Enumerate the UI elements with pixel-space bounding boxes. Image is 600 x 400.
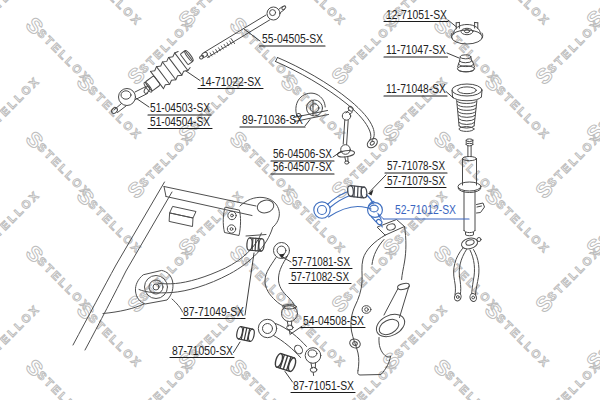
svg-text:51-04504-SX: 51-04504-SX [150,114,210,129]
part-label-54-04508[interactable]: 54-04508-SX [301,313,365,328]
svg-text:57-71079-SX: 57-71079-SX [387,173,445,188]
part-label-57-71082[interactable]: 57-71082-SX [289,269,351,284]
tie-rod-end-drawing [111,86,151,115]
fork-drawing [454,236,481,302]
part-label-87-71049[interactable]: 87-71049-SX [181,304,245,319]
svg-text:12-71051-SX: 12-71051-SX [386,7,447,22]
part-label-57-71081[interactable]: 57-71081-SX [290,254,352,269]
stabilizer-bar-drawing [276,58,380,150]
bushing-87-71049-drawing [246,238,264,252]
part-label-55-04505[interactable]: 55-04505-SX [260,31,326,46]
bump-stop-drawing [457,55,474,72]
part-label-12-71051[interactable]: 12-71051-SX [384,7,448,22]
part-label-11-71047[interactable]: 11-71047-SX [384,42,448,57]
svg-text:11-71047-SX: 11-71047-SX [386,42,446,57]
dust-boot-drawing [452,84,482,131]
stabilizer-link-drawing [337,106,355,165]
part-label-51-04504[interactable]: 51-04504-SX [148,114,212,129]
part-label-52-71012-highlighted[interactable]: 52-71012-SX [384,202,470,220]
svg-text:57-71081-SX: 57-71081-SX [292,254,350,269]
svg-text:57-71082-SX: 57-71082-SX [291,269,349,284]
part-label-56-04507[interactable]: 56-04507-SX [271,159,334,174]
svg-text:11-71048-SX: 11-71048-SX [386,81,446,96]
part-label-11-71048[interactable]: 11-71048-SX [384,81,447,96]
bushing-87-71050-drawing [236,326,255,342]
svg-text:87-71049-SX: 87-71049-SX [183,304,244,319]
shock-absorber-drawing [458,139,485,236]
svg-text:52-71012-SX: 52-71012-SX [395,202,456,217]
part-label-87-71050[interactable]: 87-71050-SX [170,343,234,358]
part-labels: 55-04505-SX 12-71051-SX 11-71047-SX 11-7… [137,7,470,393]
bushing-87-71051-drawing [274,353,297,373]
upper-control-arm-drawing [314,192,383,227]
svg-text:54-04508-SX: 54-04508-SX [303,313,364,328]
steering-boot-drawing [140,46,197,97]
svg-text:87-71050-SX: 87-71050-SX [172,343,233,358]
svg-text:57-71078-SX: 57-71078-SX [387,158,445,173]
part-label-57-71079[interactable]: 57-71079-SX [385,173,446,188]
arm-bushing-drawing [347,185,367,198]
knuckle-drawing [348,220,410,376]
part-label-87-71051[interactable]: 87-71051-SX [291,378,355,393]
svg-text:14-71022-SX: 14-71022-SX [200,74,261,89]
part-label-57-71078[interactable]: 57-71078-SX [385,158,447,173]
part-label-14-71022[interactable]: 14-71022-SX [186,71,263,89]
svg-text:89-71036-SX: 89-71036-SX [242,112,303,127]
part-label-89-71036[interactable]: 89-71036-SX [240,112,305,127]
svg-text:56-04507-SX: 56-04507-SX [273,159,332,174]
subframe-drawing [73,182,279,350]
svg-text:87-71051-SX: 87-71051-SX [293,378,354,393]
svg-text:55-04505-SX: 55-04505-SX [262,31,323,46]
strut-mount-drawing [451,22,483,44]
